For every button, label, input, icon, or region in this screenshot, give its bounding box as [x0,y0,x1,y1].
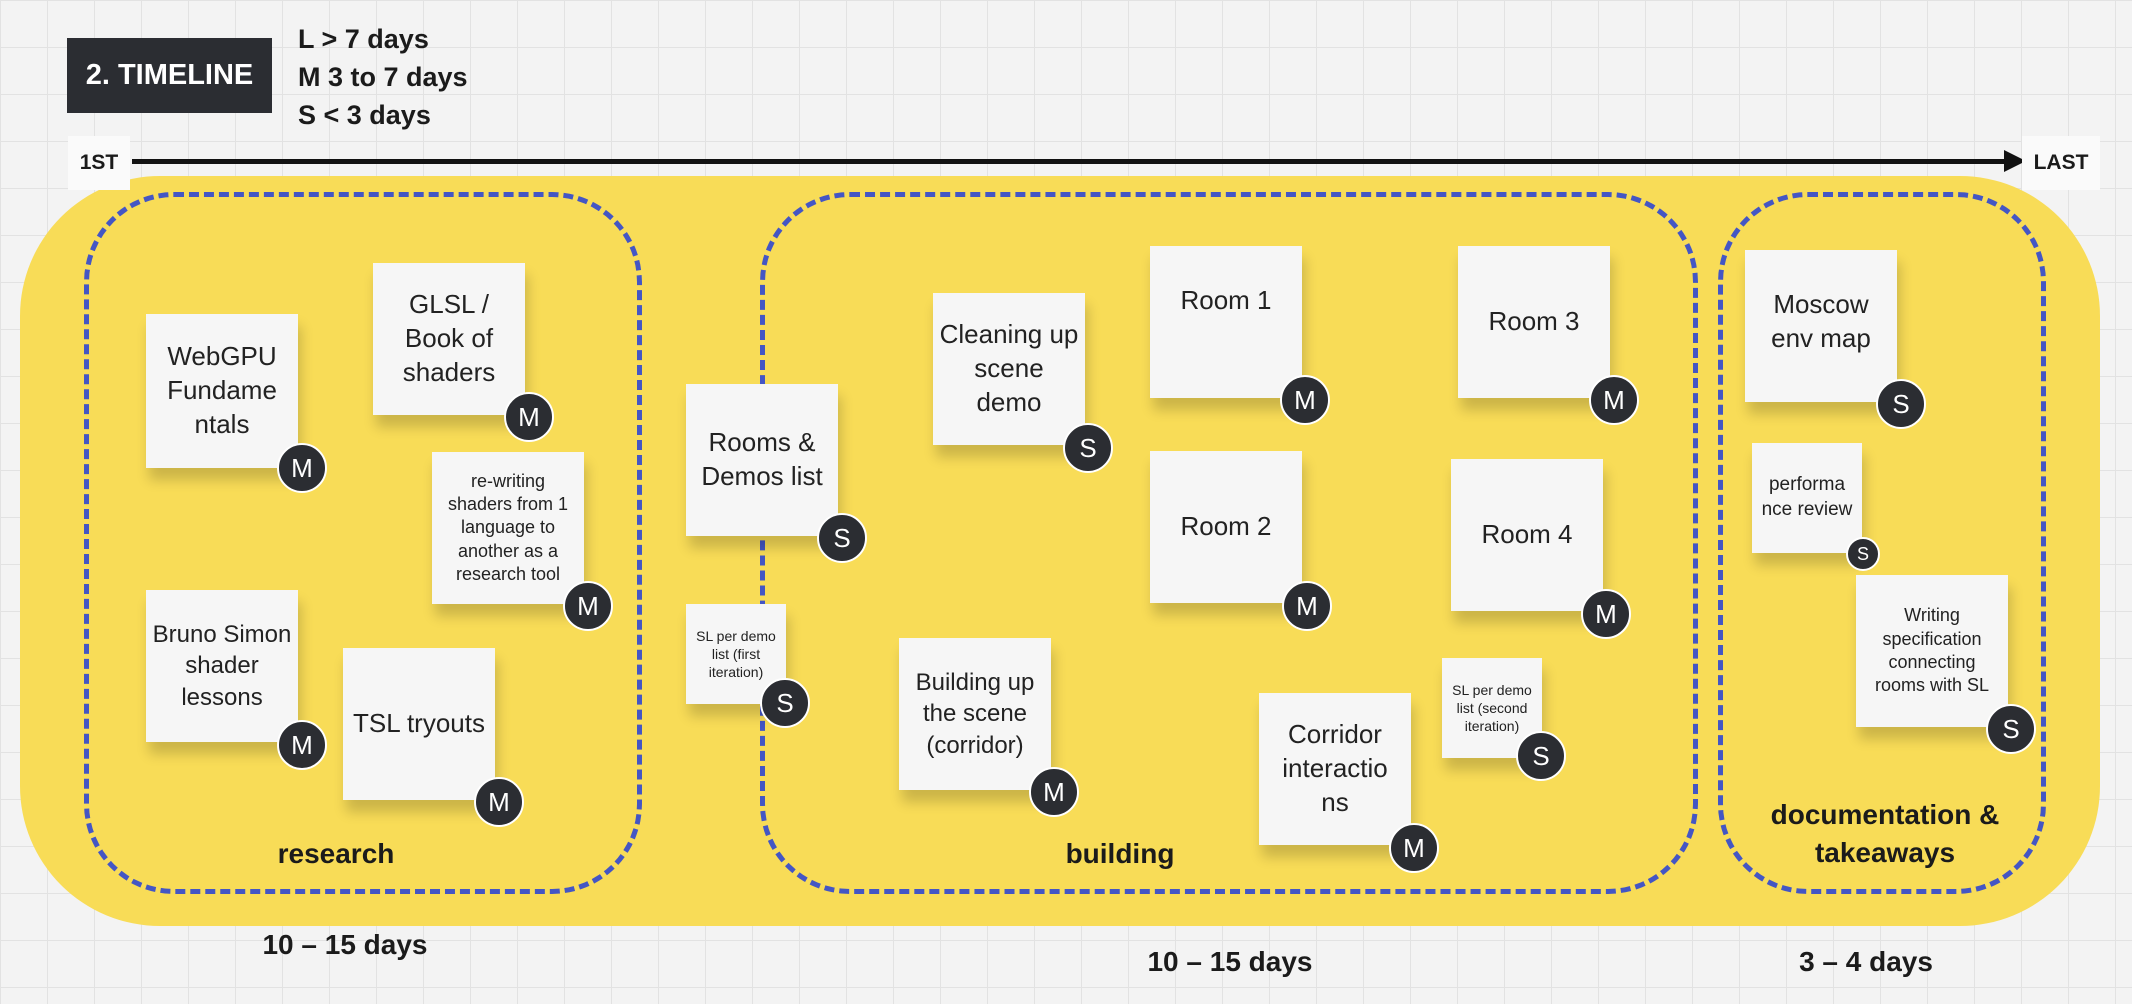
size-badge: M [563,581,613,631]
size-legend: L > 7 days M 3 to 7 days S < 3 days [298,20,468,134]
size-badge: M [1029,767,1079,817]
group-label-research: research [277,838,395,869]
arrow-right-icon [2004,150,2026,172]
duration-research: 10 – 15 days [262,929,428,960]
size-badge: M [1589,375,1639,425]
sticky-note[interactable]: GLSL / Book of shaders [373,263,525,415]
axis-end-label: LAST [2022,136,2100,190]
duration-building: 10 – 15 days [1147,946,1313,977]
size-badge: M [1280,375,1330,425]
sticky-note[interactable]: Building up the scene (corridor) [899,638,1051,790]
size-badge: S [1516,731,1566,781]
size-badge: M [277,720,327,770]
legend-medium: M 3 to 7 days [298,62,468,92]
axis-start-label: 1ST [68,136,130,190]
sticky-note[interactable]: Room 4 [1451,459,1603,611]
sticky-note[interactable]: Writing specification connecting rooms w… [1856,575,2008,727]
size-badge: S [817,513,867,563]
sticky-note[interactable]: SL per demo list (first iteration) [686,604,786,704]
page-title: 2. TIMELINE [67,38,272,113]
timeline-axis [132,159,2012,164]
size-badge: M [277,443,327,493]
sticky-note[interactable]: WebGPU Fundame ntals [146,314,298,468]
size-badge: M [474,777,524,827]
legend-small: S < 3 days [298,100,431,130]
size-badge: S [1846,537,1880,571]
legend-large: L > 7 days [298,24,429,54]
duration-documentation: 3 – 4 days [1799,946,1933,977]
sticky-note[interactable]: Room 3 [1458,246,1610,398]
group-label-building: building [1065,838,1175,869]
group-building[interactable] [760,192,1698,894]
group-documentation[interactable] [1718,192,2046,894]
sticky-note[interactable]: performa nce review [1752,443,1862,553]
size-badge: S [760,678,810,728]
sticky-note[interactable]: TSL tryouts [343,648,495,800]
size-badge: M [1581,589,1631,639]
sticky-note[interactable]: Cleaning up scene demo [933,293,1085,445]
sticky-note[interactable]: Moscow env map [1745,250,1897,402]
sticky-note[interactable]: Rooms & Demos list [686,384,838,536]
size-badge: S [1063,423,1113,473]
size-badge: M [504,392,554,442]
size-badge: S [1986,704,2036,754]
sticky-note[interactable]: Bruno Simon shader lessons [146,590,298,742]
size-badge: S [1876,379,1926,429]
sticky-note[interactable]: re-writing shaders from 1 language to an… [432,452,584,604]
sticky-note[interactable]: Room 1 [1150,246,1302,398]
sticky-note[interactable]: Room 2 [1150,451,1302,603]
sticky-note[interactable]: Corridor interactio ns [1259,693,1411,845]
group-label-documentation: documentation & takeaways [1770,799,2000,868]
size-badge: M [1282,581,1332,631]
group-research[interactable] [84,192,642,894]
size-badge: M [1389,823,1439,873]
